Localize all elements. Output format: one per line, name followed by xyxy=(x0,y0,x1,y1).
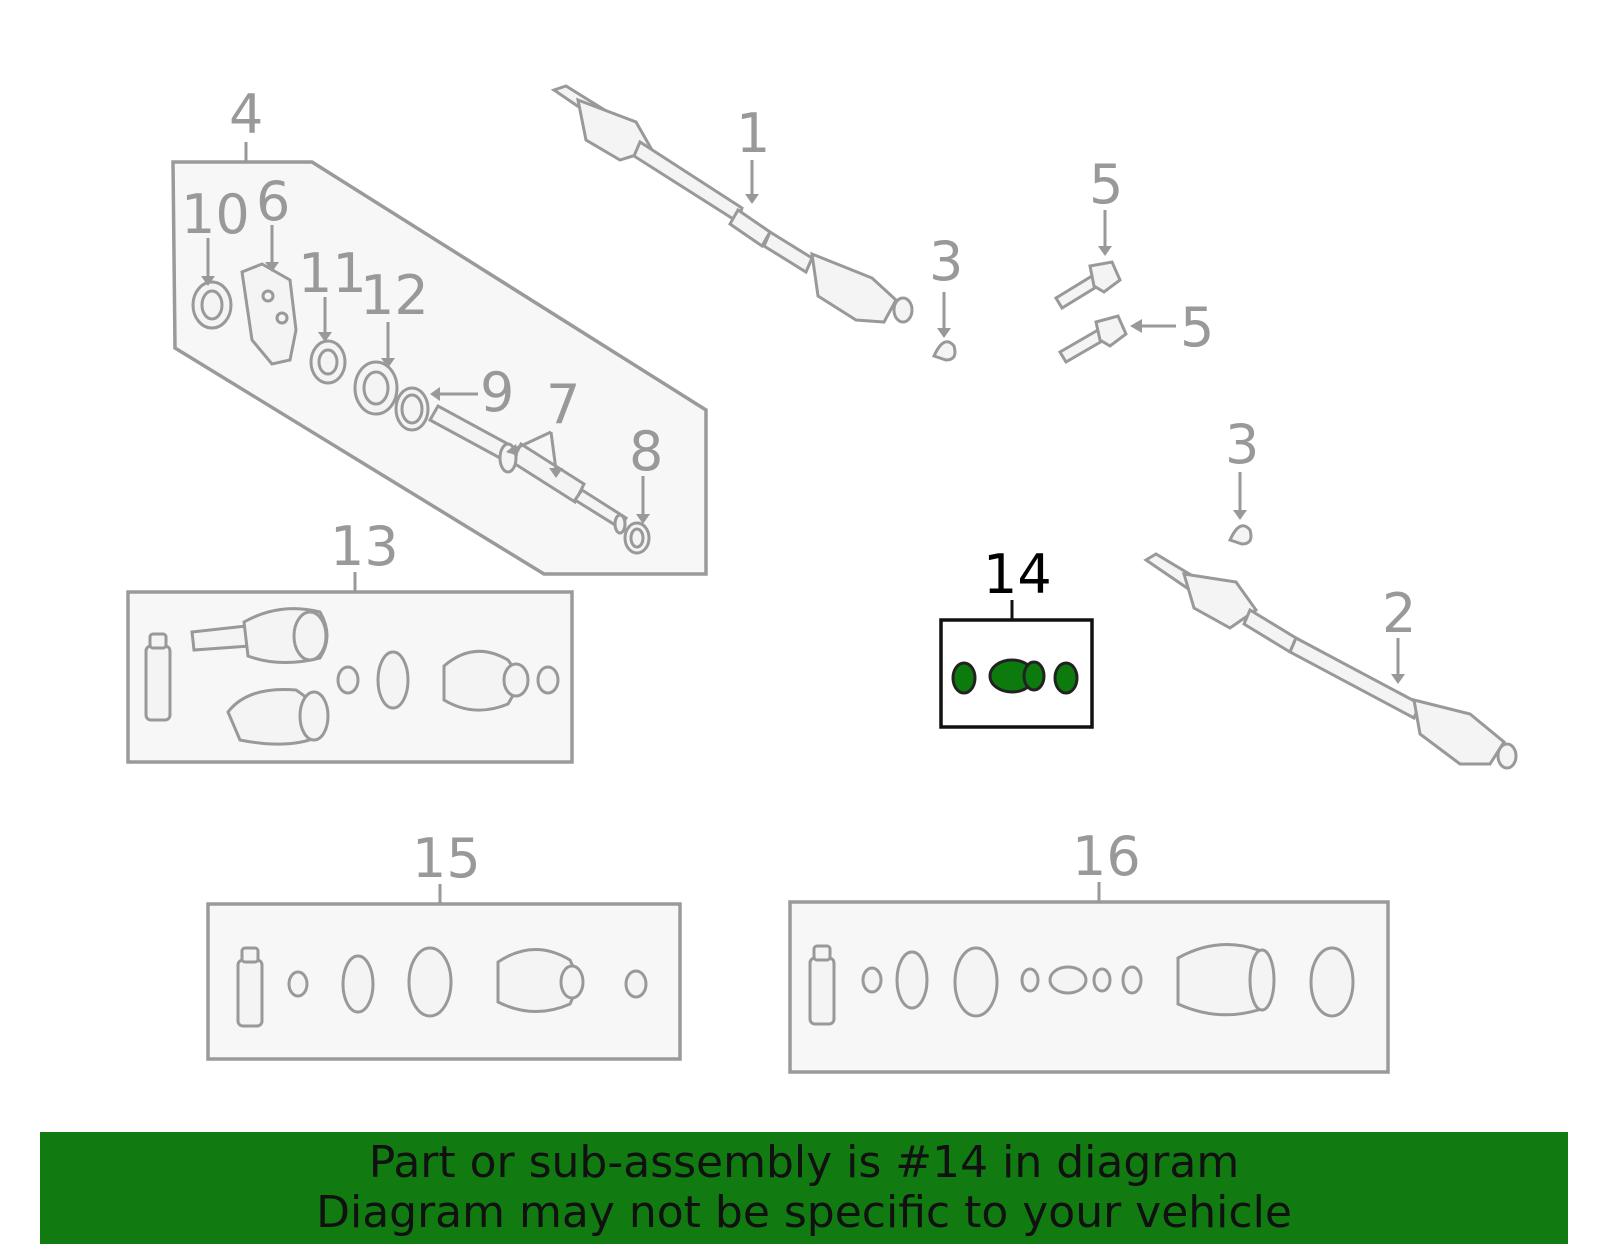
callout-15: 15 xyxy=(412,827,481,890)
callout-8: 8 xyxy=(629,420,663,483)
part-14-clamp-left xyxy=(951,661,977,695)
assembly-16-panel[interactable]: 16 xyxy=(788,825,1390,1074)
callout-3-upper: 3 xyxy=(929,230,963,293)
callout-9: 9 xyxy=(480,361,514,424)
part-10-seal[interactable]: 10 xyxy=(181,183,250,330)
callout-5-upper: 5 xyxy=(1089,153,1123,216)
part-9-ring[interactable]: 9 xyxy=(394,361,514,432)
callout-7: 7 xyxy=(546,373,580,436)
assembly-15-panel[interactable]: 15 xyxy=(206,827,682,1061)
callout-10: 10 xyxy=(181,183,250,246)
assembly-13-panel[interactable]: 13 xyxy=(126,515,574,764)
callout-6: 6 xyxy=(256,170,290,233)
callout-5-lower: 5 xyxy=(1180,296,1214,359)
assembly-14-panel[interactable]: 14 xyxy=(939,543,1094,729)
part-2-axle-shaft[interactable]: 2 xyxy=(1143,552,1518,770)
part-12-seal[interactable]: 12 xyxy=(353,264,429,416)
part-11-bearing[interactable]: 11 xyxy=(298,242,367,385)
part-1-axle-shaft[interactable]: 1 xyxy=(550,84,914,324)
part-5-bolt-lower[interactable]: 5 xyxy=(1057,296,1214,365)
callout-4: 4 xyxy=(229,83,263,146)
part-6-bracket[interactable]: 6 xyxy=(240,170,298,366)
banner-background xyxy=(40,1132,1568,1244)
callout-13: 13 xyxy=(330,515,399,578)
callout-1: 1 xyxy=(736,102,770,165)
part-3-clip-lower[interactable]: 3 xyxy=(1225,413,1259,546)
banner-line-2: Diagram may not be specific to your vehi… xyxy=(316,1187,1292,1238)
banner-line-1: Part or sub-assembly is #14 in diagram xyxy=(368,1137,1240,1188)
callout-2: 2 xyxy=(1382,582,1416,645)
callout-3-lower: 3 xyxy=(1225,413,1259,476)
assembly-4-panel[interactable]: 4 xyxy=(171,83,708,576)
part-8-ring[interactable]: 8 xyxy=(623,420,663,555)
part-7-shaft[interactable]: 7 xyxy=(427,373,629,535)
part-5-bolt-upper[interactable]: 5 xyxy=(1053,153,1123,311)
callout-12: 12 xyxy=(360,264,429,327)
info-banner: Part or sub-assembly is #14 in diagram D… xyxy=(40,1132,1568,1244)
callout-11: 11 xyxy=(298,242,367,305)
part-3-clip-upper[interactable]: 3 xyxy=(929,230,963,362)
callout-14: 14 xyxy=(983,543,1052,606)
part-14-clamp-right xyxy=(1053,661,1079,695)
callout-16: 16 xyxy=(1072,825,1141,888)
